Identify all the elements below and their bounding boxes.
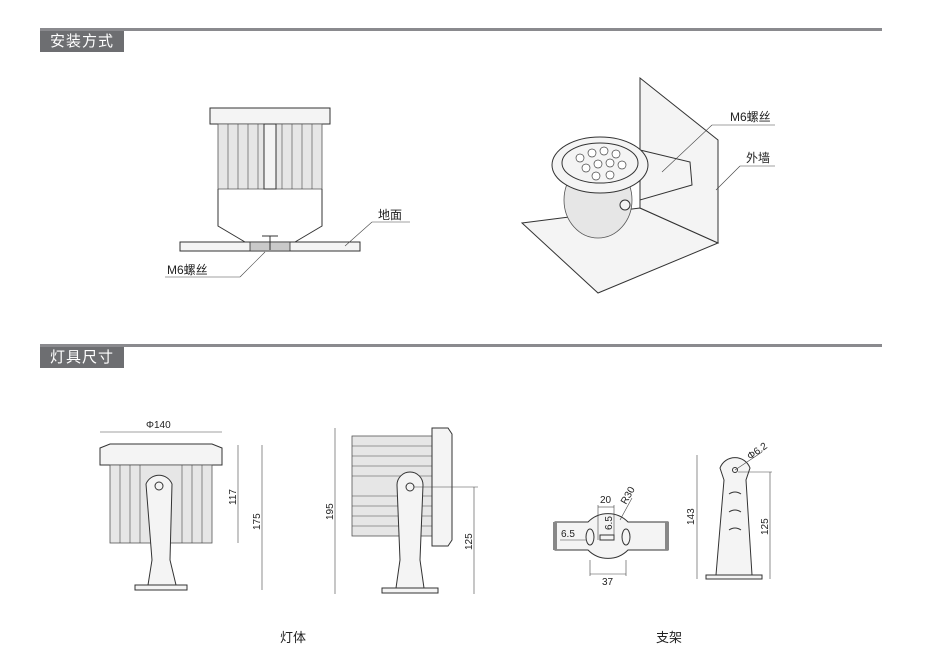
bracket-caption: 支架 bbox=[656, 630, 682, 645]
section-divider-dimensions bbox=[40, 344, 882, 347]
section-divider-installation bbox=[40, 28, 882, 31]
bracket-top-view: 20 6.5 R30 6.5 37 bbox=[553, 485, 669, 588]
dim-total-height-front: 175 bbox=[252, 513, 263, 530]
bracket-side-view: Φ6.2 143 125 bbox=[686, 441, 772, 580]
dim-head-height: 117 bbox=[228, 489, 239, 505]
dim-total-height-side: 195 bbox=[325, 503, 336, 520]
wall-label: 外墙 bbox=[746, 151, 770, 165]
dim-radius: R30 bbox=[619, 485, 638, 507]
ground-screw-label: M6螺丝 bbox=[167, 263, 208, 277]
dim-slot-h: 6.5 bbox=[561, 529, 575, 540]
dim-pivot-height: 125 bbox=[464, 533, 475, 550]
dim-base-width: 37 bbox=[602, 577, 614, 588]
dim-diameter: Φ140 bbox=[146, 420, 171, 431]
lamp-side-view: 195 125 bbox=[325, 427, 478, 594]
lamp-front-view: Φ140 117 175 bbox=[99, 420, 263, 591]
lamp-caption: 灯体 bbox=[280, 630, 306, 645]
section-title-installation: 安装方式 bbox=[40, 31, 125, 52]
wall-screw-label: M6螺丝 bbox=[730, 110, 771, 124]
dim-slot-v: 6.5 bbox=[604, 516, 615, 530]
wall-mount-drawing: M6螺丝 外墙 bbox=[520, 76, 775, 294]
section-title-dimensions: 灯具尺寸 bbox=[40, 347, 125, 368]
ground-label: 地面 bbox=[378, 208, 402, 222]
dim-bracket-pivot: 125 bbox=[760, 518, 771, 535]
ground-mount-drawing: 地面 M6螺丝 bbox=[165, 107, 410, 278]
dim-width-20: 20 bbox=[600, 495, 612, 506]
dim-bracket-height: 143 bbox=[686, 508, 697, 525]
dim-hole: Φ6.2 bbox=[745, 441, 770, 463]
